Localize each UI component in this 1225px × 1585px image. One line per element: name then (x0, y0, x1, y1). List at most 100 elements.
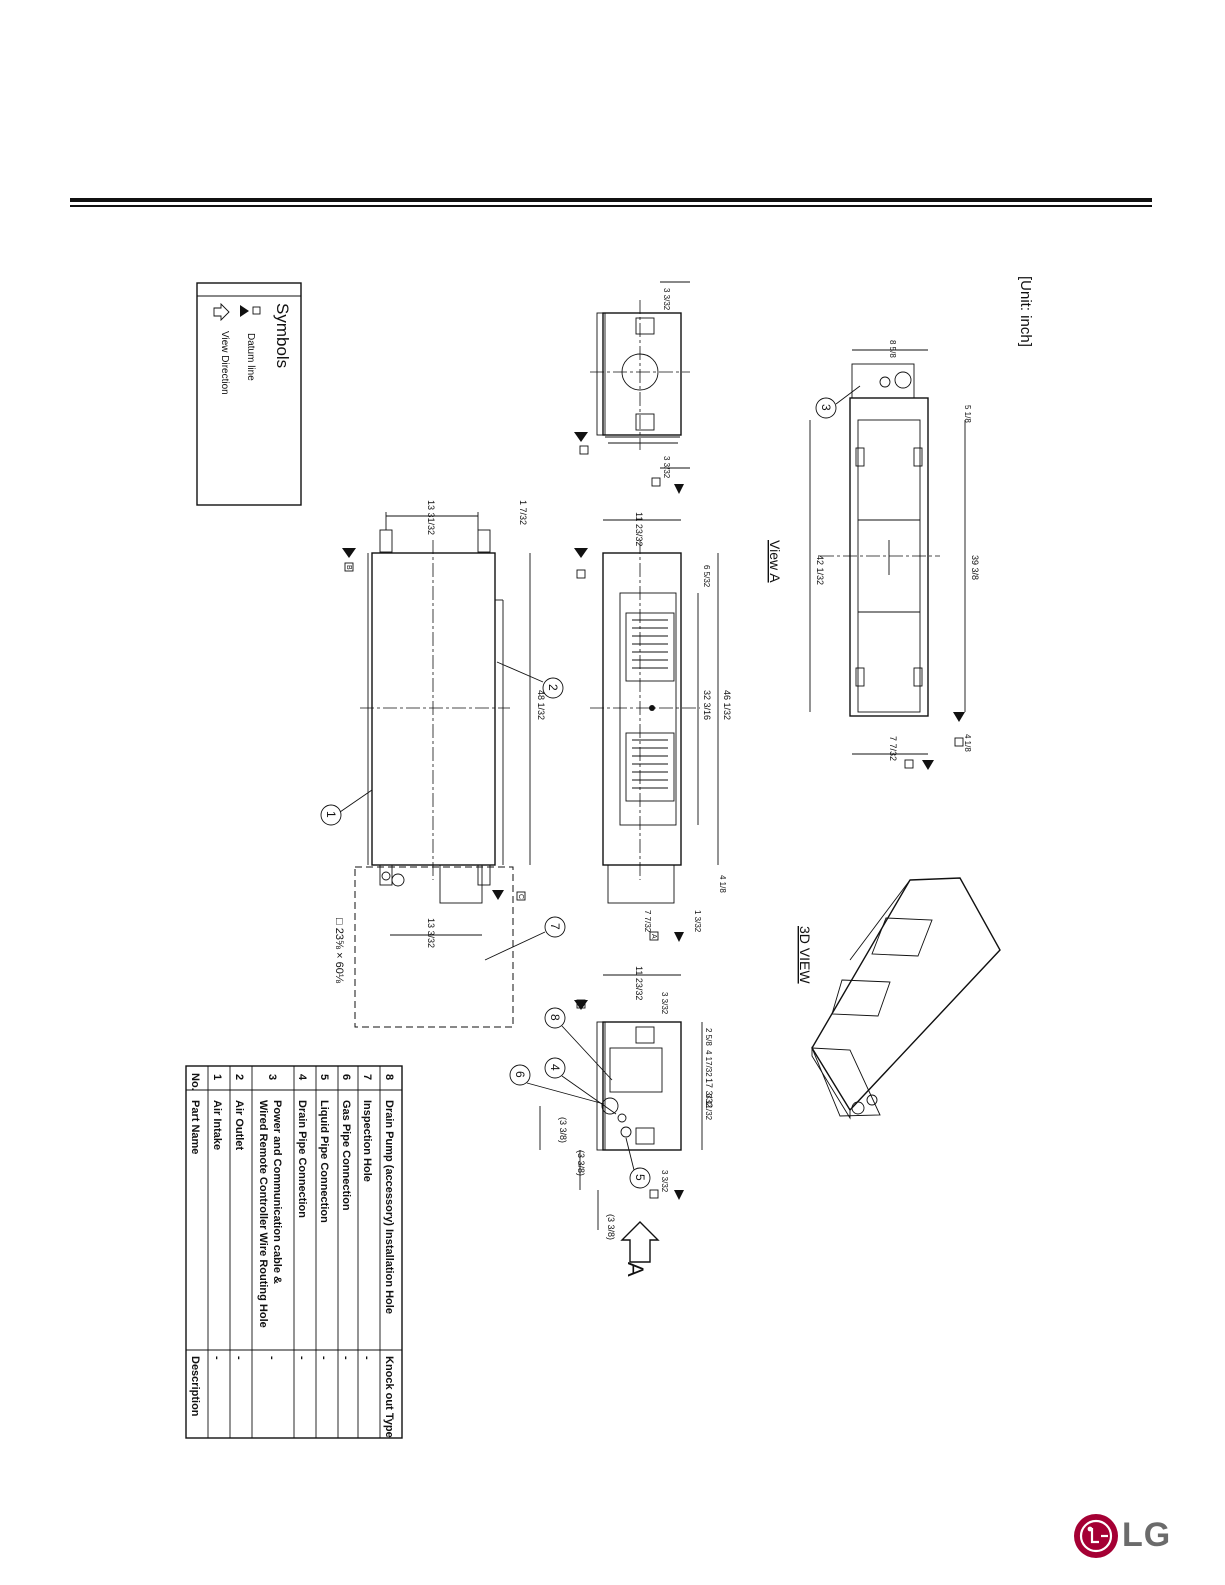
view-a: View A 42 1/32 39 3/8 8 5/8 5 1/8 7 7/32… (767, 340, 980, 770)
header-rule-thin (70, 205, 1152, 207)
fan-grille-upper (625, 612, 675, 682)
svg-text:C: C (517, 894, 524, 899)
callout-6: 6 (509, 1064, 605, 1105)
datum-triangle-icon (240, 305, 249, 317)
svg-text:4: 4 (296, 1074, 308, 1081)
header-rule-thick (70, 198, 1152, 202)
callout-4: 4 (544, 1057, 617, 1115)
table-header-name: Part Name (189, 1100, 201, 1154)
svg-text:(3 3/8): (3 3/8) (576, 1150, 586, 1176)
dim-view-7a: 7 7/32 (888, 736, 898, 761)
svg-text:6 5/32: 6 5/32 (702, 565, 711, 588)
table-row: 3 Power and Communication cable & Wired … (257, 1074, 283, 1360)
end-view-top: 3 3/32 3 3/32 (574, 281, 690, 494)
svg-text:Inspection Hole: Inspection Hole (361, 1100, 373, 1182)
svg-text:8: 8 (548, 1014, 562, 1021)
svg-text:3 3/32: 3 3/32 (662, 456, 671, 479)
callout-3: 3 (815, 385, 861, 419)
svg-text:(3 3/8): (3 3/8) (558, 1117, 568, 1143)
dim-bottom-13: 13 3/32 (426, 918, 436, 948)
callout-5: 5 (625, 1137, 651, 1189)
dim-side-2: 2 5/8 (704, 1028, 713, 1046)
callout-2: 2 (496, 661, 564, 699)
svg-text:B: B (345, 565, 352, 570)
svg-text:7: 7 (548, 923, 562, 930)
svg-text:1: 1 (324, 811, 338, 818)
symbols-view-direction: View Direction (219, 331, 230, 395)
callout-7: 7 (484, 916, 566, 961)
svg-text:C: C (577, 1002, 584, 1007)
dim-width-32: 32 3/16 (702, 690, 712, 720)
dim-view-39: 39 3/8 (970, 555, 980, 580)
side-view-bottom: 11 23/32 3 3/32 17 3/32 4 17/32 2 5/8 3 … (539, 966, 714, 1277)
fan-grille-lower (625, 732, 675, 802)
dim-mid-11a: 11 23/32 (634, 512, 644, 546)
liquid-pipe-icon (620, 1126, 632, 1138)
view-3d-label: 3D VIEW (797, 926, 813, 984)
callout-1: 1 (320, 789, 373, 826)
table-row: 1 Air Intake - (211, 1074, 223, 1360)
symbols-datum: Datum line (245, 333, 256, 381)
dim-view-42: 42 1/32 (815, 555, 825, 585)
view-direction-arrow-icon (213, 302, 230, 322)
svg-text:Air Intake: Air Intake (211, 1100, 223, 1150)
view-arrow-label: A (623, 1262, 648, 1277)
view-3d: 3D VIEW (797, 877, 1001, 1120)
svg-text:3 3/32: 3 3/32 (660, 992, 669, 1015)
table-header-desc: Description (189, 1356, 201, 1417)
svg-text:4: 4 (548, 1064, 562, 1071)
table-row: 5 Liquid Pipe Connection - (318, 1074, 330, 1360)
svg-text:Drain Pump (accessory) Install: Drain Pump (accessory) Installation Hole (383, 1100, 395, 1314)
svg-text:-: - (266, 1356, 278, 1360)
svg-text:Knock out Type: Knock out Type (383, 1356, 395, 1438)
svg-text:-: - (318, 1356, 330, 1360)
svg-text:3 3/32: 3 3/32 (662, 288, 671, 311)
svg-text:1 3/32: 1 3/32 (693, 910, 702, 933)
svg-text:Drain Pipe Connection: Drain Pipe Connection (296, 1100, 308, 1218)
svg-text:-: - (361, 1356, 373, 1360)
svg-text:5: 5 (318, 1074, 330, 1080)
gas-pipe-icon (601, 1097, 619, 1115)
dim-width-46: 46 1/32 (722, 690, 732, 720)
table-row: 6 Gas Pipe Connection - (340, 1074, 352, 1360)
lg-logo-mark-icon (1074, 1514, 1118, 1558)
table-row: 4 Drain Pipe Connection - (296, 1074, 308, 1360)
symbols-legend: Symbols Datum line View Direction (196, 282, 302, 506)
svg-text:3: 3 (819, 404, 833, 411)
dim-top-13: 13 31/32 (426, 500, 436, 535)
table-row: 8 Drain Pump (accessory) Installation Ho… (383, 1074, 395, 1438)
dim-mid-11b: 11 23/32 (634, 966, 644, 1000)
svg-text:-: - (296, 1356, 308, 1360)
svg-text:6: 6 (340, 1074, 352, 1080)
svg-text:3 3/32: 3 3/32 (660, 1170, 669, 1193)
view-a-label: View A (767, 540, 783, 583)
svg-text:Liquid Pipe Connection: Liquid Pipe Connection (318, 1100, 330, 1223)
dim-width-48: 48 1/32 (536, 690, 546, 720)
svg-text:-: - (211, 1356, 223, 1360)
dim-side-17: 17 3/32 (704, 1078, 714, 1108)
svg-text:6: 6 (513, 1071, 527, 1078)
dim-top-small: 1 7/32 (518, 500, 528, 525)
svg-text:8 5/8: 8 5/8 (888, 340, 897, 358)
svg-text:5: 5 (633, 1174, 647, 1181)
svg-text:7 7/32: 7 7/32 (643, 910, 652, 933)
dim-view-4: 4 1/8 (963, 734, 972, 752)
square-datum-icon (252, 306, 261, 315)
front-view-middle: 11 23/32 32 3/16 46 1/32 6 5/32 4 1/8 7 … (574, 512, 732, 942)
lg-logo-text: LG (1122, 1516, 1172, 1554)
svg-text:Air Outlet: Air Outlet (233, 1100, 245, 1150)
drain-pipe-icon (617, 1113, 627, 1123)
svg-text:1: 1 (211, 1074, 223, 1080)
table-row: 7 Inspection Hole - (361, 1074, 373, 1360)
svg-text:7: 7 (361, 1074, 373, 1080)
svg-text:Power and Communication cable: Power and Communication cable & (271, 1100, 283, 1284)
svg-text:4 1/8: 4 1/8 (718, 875, 727, 893)
svg-text:8: 8 (383, 1074, 395, 1080)
svg-text:3 11/32: 3 11/32 (704, 1094, 713, 1121)
svg-text:A: A (650, 934, 657, 939)
svg-text:2: 2 (546, 684, 560, 691)
svg-text:Gas Pipe Connection: Gas Pipe Connection (340, 1100, 352, 1211)
lg-logo: LG (1074, 1514, 1170, 1558)
svg-text:(3 3/8): (3 3/8) (606, 1214, 616, 1240)
